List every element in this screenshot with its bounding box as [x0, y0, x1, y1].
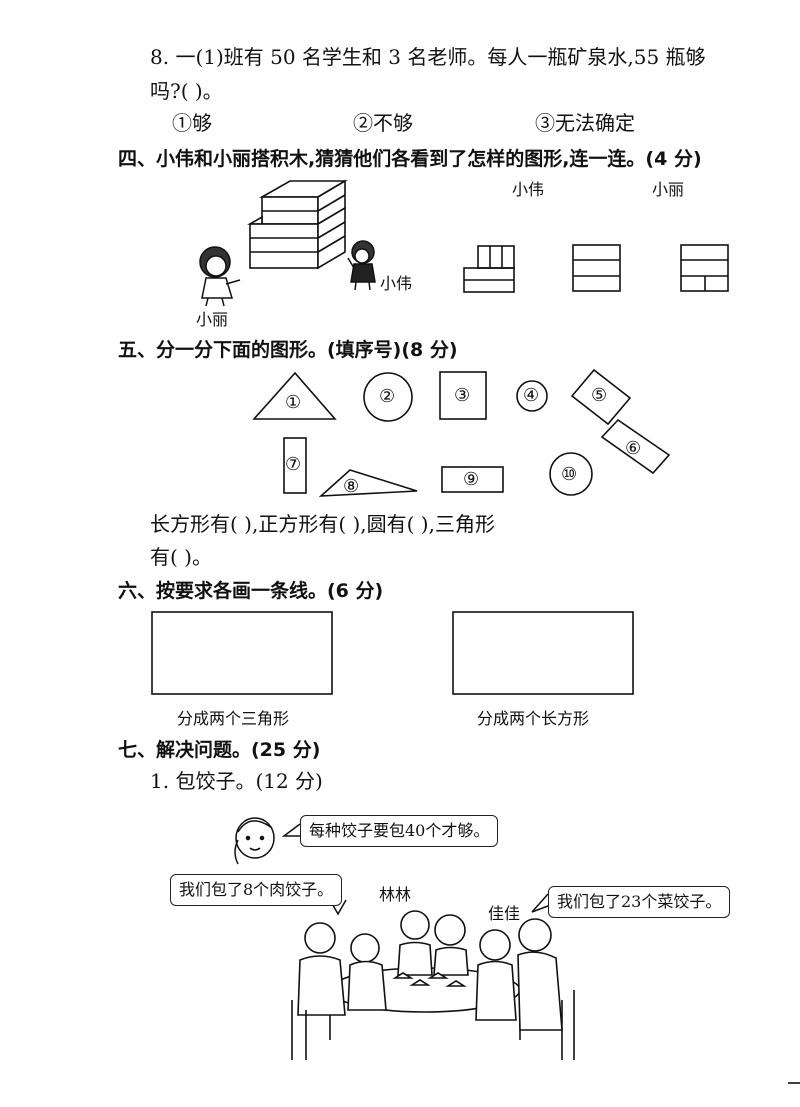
- shape-2-label: ②: [379, 386, 396, 407]
- draw-box-left[interactable]: [151, 611, 333, 695]
- shape-3-square: [439, 371, 487, 420]
- q8-line1: 8. 一(1)班有 50 名学生和 3 名老师。每人一瓶矿泉水,55 瓶够: [150, 45, 706, 69]
- shape-3-label: ③: [454, 385, 471, 406]
- section-7-title: 七、解决问题。(25 分): [118, 739, 321, 761]
- shape-4-label: ④: [523, 385, 540, 406]
- xiaowei-figure: [347, 240, 376, 291]
- shape-2-circle: [363, 372, 413, 422]
- shape-10-label: ⑩: [561, 464, 578, 485]
- view-option-1: [463, 245, 515, 293]
- dumpling-table-scene: [291, 910, 575, 1060]
- question-1: 1. 包饺子。(12 分): [150, 769, 323, 793]
- label-xiaoli-top: 小丽: [652, 180, 685, 199]
- section-6-title: 六、按要求各画一条线。(6 分): [118, 580, 384, 602]
- section-5-fill-line1: 长方形有( ),正方形有( ),圆有( ),三角形: [150, 512, 495, 536]
- name-jiajia: 佳佳: [488, 904, 521, 923]
- shape-7-label: ⑦: [285, 454, 302, 475]
- shape-6-label: ⑥: [625, 438, 642, 459]
- label-xiaowei-top: 小伟: [512, 180, 545, 199]
- shape-9-rectangle: [441, 466, 504, 493]
- shape-1-triangle: [252, 371, 337, 420]
- bubble-right: 我们包了23个菜饺子。: [548, 886, 731, 918]
- bubble-top-tail: [281, 823, 301, 837]
- caption-left: 分成两个三角形: [177, 709, 290, 728]
- name-linlin: 林林: [379, 885, 412, 904]
- bubble-top: 每种饺子要包40个才够。: [300, 815, 499, 847]
- q8-option-1: ①够: [172, 111, 212, 135]
- shape-10-circle: [549, 452, 593, 496]
- shape-8-label: ⑧: [343, 476, 360, 497]
- shape-5-label: ⑤: [591, 385, 608, 406]
- section-5-fill-line2: 有( )。: [150, 545, 212, 569]
- draw-box-right[interactable]: [452, 611, 634, 695]
- girl-head: [234, 817, 275, 865]
- shape-6-rectangle: [600, 418, 671, 475]
- xiaoli-figure: [199, 246, 241, 307]
- caption-right: 分成两个长方形: [477, 709, 590, 728]
- view-option-3: [680, 244, 729, 292]
- bubble-right-tail: [531, 893, 549, 913]
- shape-5-square: [570, 368, 632, 426]
- building-blocks: [247, 179, 348, 270]
- section-5-title: 五、分一分下面的图形。(填序号)(8 分): [118, 339, 458, 361]
- label-xiaowei: 小伟: [380, 274, 413, 293]
- section-4-title: 四、小伟和小丽搭积木,猜猜他们各看到了怎样的图形,连一连。(4 分): [118, 148, 702, 170]
- view-option-2: [572, 244, 621, 292]
- shape-1-label: ①: [285, 392, 302, 413]
- shape-8-triangle: [318, 469, 418, 497]
- bubble-left: 我们包了8个肉饺子。: [170, 874, 343, 906]
- label-xiaoli: 小丽: [196, 310, 229, 329]
- q8-option-3: ③无法确定: [535, 111, 635, 135]
- shape-9-label: ⑨: [463, 469, 480, 490]
- q8-line2: 吗?( )。: [150, 79, 223, 103]
- shape-4-circle: [516, 380, 548, 412]
- shape-7-rectangle: [283, 437, 307, 494]
- q8-option-2: ②不够: [353, 111, 413, 135]
